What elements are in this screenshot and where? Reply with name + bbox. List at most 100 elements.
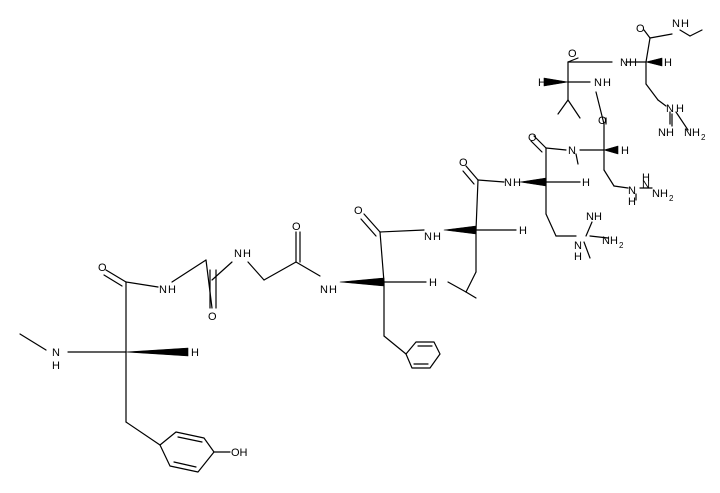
- wedge-bond: [519, 177, 547, 187]
- atom-label: N: [620, 57, 628, 69]
- bond: [645, 37, 651, 63]
- atom-label: H: [681, 18, 689, 30]
- phenol-ring: [159, 431, 215, 473]
- bond: [657, 99, 667, 107]
- bond: [649, 33, 673, 39]
- wedge-bond: [443, 225, 477, 235]
- bond: [675, 111, 689, 131]
- wedge-bond: [125, 347, 189, 357]
- atom-label: O: [528, 132, 537, 144]
- arginine-residue-3: N H H O N H N H NH NH 2: [620, 18, 706, 142]
- wedge-bond: [645, 57, 663, 67]
- atom-label: N: [642, 179, 650, 191]
- bond: [263, 261, 297, 281]
- bond: [171, 259, 207, 283]
- bond: [205, 259, 213, 309]
- tyrosine-residue: O N H H OH: [19, 262, 248, 473]
- bond: [19, 333, 47, 351]
- bond: [379, 229, 425, 233]
- bond: [211, 261, 233, 281]
- bond: [645, 83, 659, 101]
- bond: [589, 235, 609, 239]
- atom-label: NH: [684, 127, 700, 139]
- bond: [477, 179, 505, 183]
- atom-label: H: [582, 177, 590, 189]
- bond: [125, 421, 161, 446]
- bond: [595, 91, 605, 125]
- atom-label: H: [329, 284, 337, 296]
- bond: [177, 436, 203, 443]
- bond: [567, 99, 581, 119]
- atom-label: NH: [658, 127, 674, 139]
- bond: [247, 261, 265, 281]
- atom-label: NH: [586, 211, 602, 223]
- atom-label: O: [354, 205, 363, 217]
- atom-label: O: [568, 48, 577, 60]
- atom-label: OH: [231, 447, 248, 459]
- bond: [379, 231, 385, 283]
- bond: [679, 29, 691, 37]
- bond: [360, 218, 377, 237]
- atom-label: H: [629, 57, 637, 69]
- bond: [295, 261, 321, 277]
- atom-label: 2: [619, 241, 624, 250]
- atom-label: N: [234, 248, 242, 260]
- bond: [462, 170, 475, 185]
- atom-label: H: [628, 196, 636, 208]
- atom-label: N: [52, 347, 60, 359]
- bond: [583, 241, 591, 259]
- bond: [567, 57, 579, 63]
- bond: [447, 281, 467, 293]
- atom-label: H: [243, 248, 251, 260]
- atom-label: H: [191, 347, 199, 359]
- bond: [689, 29, 703, 37]
- benzene-ring: [405, 341, 441, 369]
- atom-label: N: [628, 185, 636, 197]
- bond: [613, 185, 629, 189]
- bond: [105, 269, 127, 283]
- atom-label: O: [598, 115, 607, 127]
- atom-label: 2: [701, 133, 706, 142]
- wedge-bond: [603, 145, 619, 155]
- atom-label: H: [513, 177, 521, 189]
- bond: [545, 147, 567, 151]
- atom-label: N: [574, 240, 582, 252]
- atom-label: N: [666, 103, 674, 115]
- atom-label: N: [320, 284, 328, 296]
- atom-label: H: [676, 103, 684, 115]
- bond: [465, 291, 477, 299]
- atom-label: H: [642, 172, 650, 184]
- phenylalanine-residue: N H H O: [320, 205, 441, 369]
- atom-label: H: [574, 251, 582, 263]
- bond: [545, 213, 557, 237]
- wedge-bond: [339, 277, 385, 287]
- atom-label: O: [459, 157, 468, 169]
- bond: [173, 461, 197, 468]
- atom-label: N: [159, 284, 167, 296]
- atom-label: H: [519, 225, 527, 237]
- atom-label: 2: [669, 194, 674, 203]
- wedge-bond: [543, 77, 569, 87]
- atom-label: N: [594, 77, 602, 89]
- bond: [533, 135, 547, 149]
- arginine-residue-1: N H H O N H NH NH 2: [504, 132, 624, 263]
- atom-label: N: [424, 231, 432, 243]
- bond: [603, 169, 615, 187]
- atom-label: NH: [602, 235, 618, 247]
- atom-label: N: [568, 145, 576, 157]
- atom-label: NH: [652, 188, 668, 200]
- bond: [475, 179, 479, 231]
- isoleucine-residue: N H H O: [538, 48, 613, 119]
- glycine-residue-2: N H O: [234, 221, 321, 281]
- bond: [575, 153, 579, 165]
- atom-label: H: [621, 145, 629, 157]
- atom-label: H: [664, 57, 672, 69]
- glycine-residue-1: N H O: [159, 259, 233, 323]
- bond: [103, 274, 123, 287]
- atom-label: H: [433, 231, 441, 243]
- atom-label: H: [538, 77, 546, 89]
- bond: [530, 140, 543, 153]
- atom-label: O: [208, 311, 217, 323]
- bond: [383, 335, 407, 355]
